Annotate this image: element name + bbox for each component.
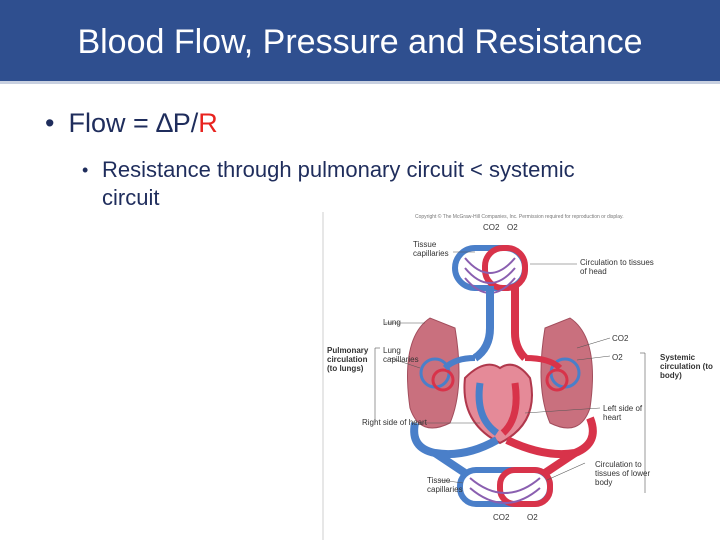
bullet-dot: •	[82, 160, 89, 180]
vein-upper	[472, 286, 494, 362]
label-o2-right: O2	[612, 353, 623, 362]
left-lung-art	[407, 317, 460, 429]
label-tissue-capillaries-bottom: Tissue capillaries	[427, 476, 463, 494]
label-co2-top: CO2	[483, 223, 500, 232]
equation-resistance: R	[198, 108, 218, 138]
label-pulmonary-circulation: Pulmonary circulation (to lungs)	[327, 346, 369, 373]
equation-prefix: Flow =	[68, 108, 157, 138]
label-lung: Lung	[383, 318, 401, 327]
circulation-diagram: Copyright © The McGraw-Hill Companies, I…	[315, 208, 720, 540]
label-right-side-heart: Right side of heart	[362, 418, 427, 427]
label-tissue-capillaries-top: Tissue capillaries	[413, 240, 449, 258]
slide-title: Blood Flow, Pressure and Resistance	[77, 23, 643, 61]
label-circulation-head: Circulation to tissues of head	[580, 258, 654, 276]
tissue-capillaries-bottom-art	[457, 467, 553, 507]
heart-art	[463, 363, 533, 445]
bullet-flow-equation: • Flow = ∆P/R	[45, 108, 218, 139]
artery-upper	[511, 286, 528, 361]
circulation-diagram-art	[322, 212, 646, 540]
label-co2-bottom: CO2	[493, 513, 510, 522]
label-circulation-lower: Circulation to tissues of lower body	[595, 460, 651, 487]
pulmonary-vein-right	[524, 355, 563, 371]
copyright-text: Copyright © The McGraw-Hill Companies, I…	[415, 214, 624, 220]
label-o2-top: O2	[507, 223, 518, 232]
label-lung-capillaries: Lung capillaries	[383, 346, 419, 364]
bullet-dot: •	[45, 108, 55, 138]
equation-middle: P/	[172, 108, 199, 138]
bullet-resistance-text: Resistance through pulmonary circuit < s…	[102, 157, 575, 210]
pulmonary-artery-left	[442, 355, 476, 371]
label-o2-bottom: O2	[527, 513, 538, 522]
title-bar: Blood Flow, Pressure and Resistance	[0, 0, 720, 84]
label-left-side-heart: Left side of heart	[603, 404, 643, 422]
equation-delta: ∆	[156, 108, 173, 138]
label-systemic-circulation: Systemic circulation (to body)	[660, 353, 713, 380]
leader-lines	[374, 251, 646, 493]
right-lung-art	[540, 317, 593, 429]
label-co2-right: CO2	[612, 334, 629, 343]
